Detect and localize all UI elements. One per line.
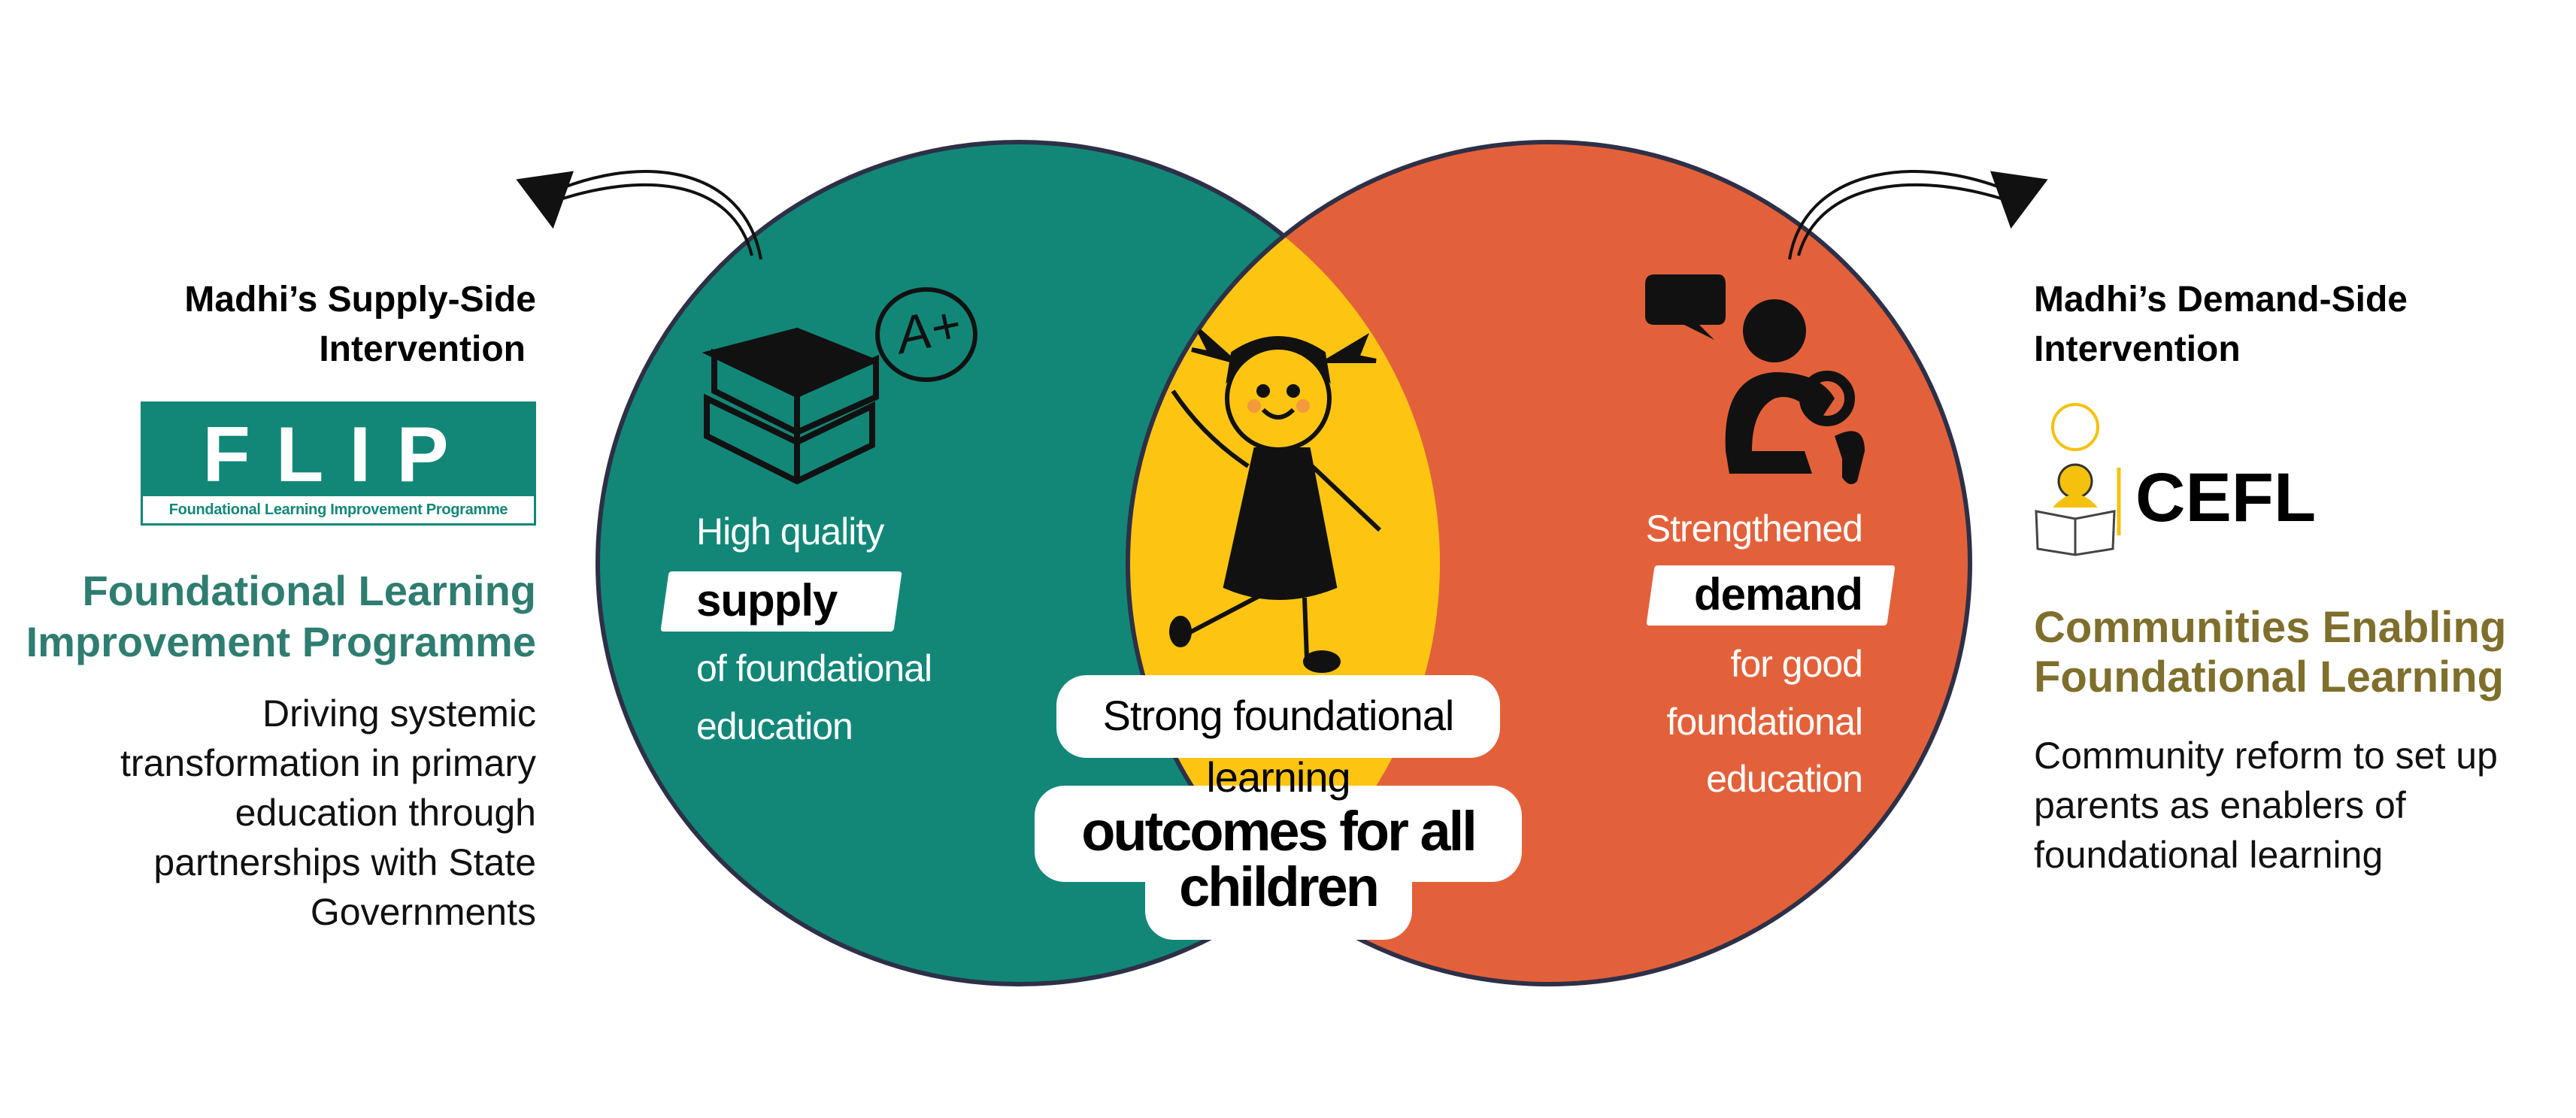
parent-child-icon (1725, 299, 1865, 484)
demand-line-3: for good (1730, 643, 1863, 685)
supply-side-heading: Madhi’s Supply-Side Intervention (184, 275, 536, 374)
description-line: Driving systemic (262, 692, 536, 735)
flip-logo: FLIP Foundational Learning Improvement P… (141, 401, 536, 526)
supply-line-1: High quality (696, 511, 884, 553)
girl-drawing-icon (1169, 329, 1382, 673)
heading-line: Intervention (319, 329, 526, 369)
supply-line-3: of foundational (696, 647, 932, 689)
supply-highlight: supply (696, 575, 838, 626)
demand-highlight: demand (1693, 569, 1863, 620)
title-line: Foundational Learning (82, 567, 536, 614)
flip-logo-subtitle: Foundational Learning Improvement Progra… (143, 496, 534, 523)
a-plus-grade-icon (875, 287, 977, 382)
description-line: Governments (310, 891, 536, 933)
demand-line-5: education (1706, 758, 1863, 800)
description-line: partnerships with State (153, 841, 536, 883)
center-label-background (1035, 675, 1522, 940)
title-line: Improvement Programme (26, 618, 536, 665)
speech-bubble-icon (1645, 274, 1726, 340)
cefl-logo-icon (2035, 403, 2121, 556)
title-line: Foundational Learning (2034, 653, 2505, 701)
flip-logo-text: FLIP (202, 411, 474, 498)
flip-title: Foundational Learning Improvement Progra… (26, 565, 536, 668)
description-line: Community reform to set up (2034, 735, 2498, 777)
cefl-description: Community reform to set up parents as en… (2034, 731, 2498, 880)
center-bold-line-1: outcomes for all (1081, 800, 1477, 862)
title-line: Communities Enabling (2034, 603, 2507, 652)
description-line: parents as enablers of (2034, 784, 2406, 826)
demand-line-4: foundational (1666, 701, 1863, 743)
center-line-1: Strong foundational (1102, 692, 1455, 739)
arrow-right-icon (1788, 170, 2048, 260)
center-bold-line-2: children (1179, 856, 1380, 918)
supply-line-4: education (696, 705, 853, 747)
cefl-title: Communities Enabling Foundational Learni… (2034, 603, 2506, 702)
heading-line: Intervention (2034, 329, 2241, 369)
heading-line: Madhi’s Supply-Side (184, 280, 536, 320)
description-line: foundational learning (2034, 834, 2384, 876)
heading-line: Madhi’s Demand-Side (2034, 280, 2408, 320)
demand-line-1: Strengthened (1645, 507, 1863, 550)
description-line: transformation in primary (120, 742, 536, 784)
flip-description: Driving systemic transformation in prima… (120, 689, 536, 937)
description-line: education through (235, 792, 536, 834)
center-line-2: learning (1206, 753, 1350, 801)
arrow-left-icon (516, 170, 762, 260)
cefl-logo-text: CEFL (2135, 459, 2317, 536)
books-icon (702, 327, 879, 485)
demand-side-heading: Madhi’s Demand-Side Intervention (2034, 275, 2408, 374)
